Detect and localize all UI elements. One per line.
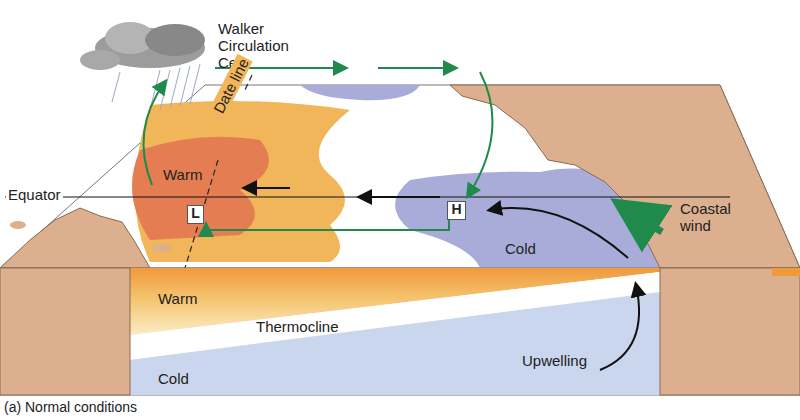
wind-arrow xyxy=(206,220,449,230)
process-label: Upwelling xyxy=(522,352,612,369)
region-label: Warm xyxy=(163,166,223,183)
equator-label: Equator xyxy=(6,186,63,203)
layer-label: Thermocline xyxy=(256,318,366,335)
figure-caption: (a) Normal conditions xyxy=(4,399,137,416)
region-label: Cold xyxy=(505,240,565,257)
pressure-box: L xyxy=(187,205,204,224)
layer-label: Cold xyxy=(158,370,218,387)
pressure-letter: H xyxy=(448,202,465,217)
layer-label: Warm xyxy=(158,290,218,307)
wind-label: Coastal wind xyxy=(680,200,740,234)
pressure-letter: L xyxy=(188,206,203,221)
pressure-box: H xyxy=(447,201,466,220)
